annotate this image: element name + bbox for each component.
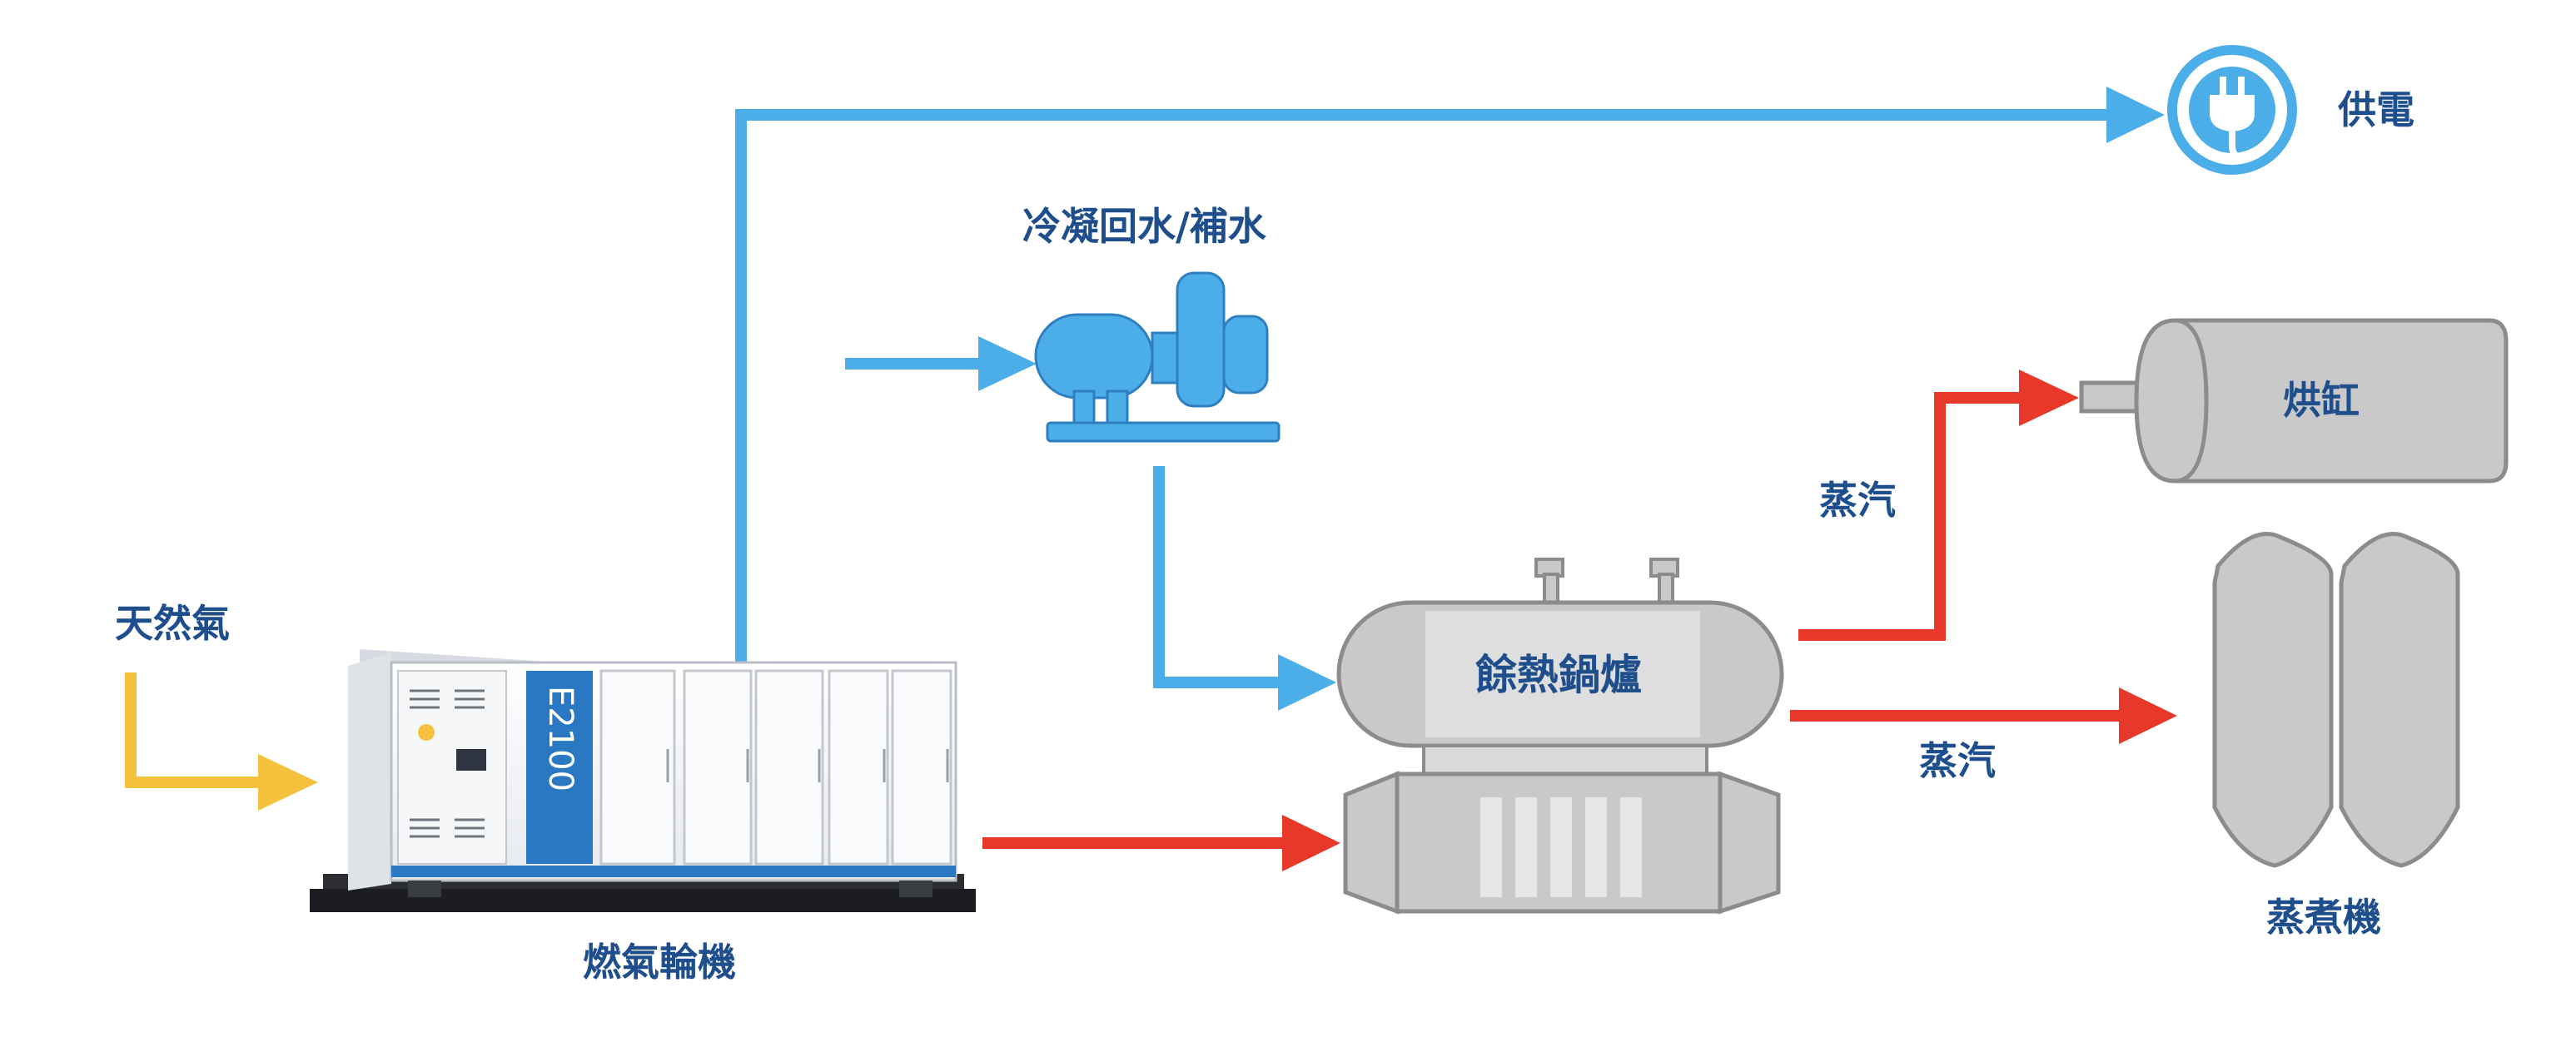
plug-icon xyxy=(2167,45,2297,175)
drying-cylinder-label: 烘缸 xyxy=(2283,378,2360,423)
gas-turbine-unit: E2100 xyxy=(310,649,976,912)
steamer-label: 蒸煮機 xyxy=(2266,895,2381,940)
steamer xyxy=(2212,532,2460,868)
waste-heat-boiler-label: 餘熱鍋爐 xyxy=(1475,651,1642,699)
exhaust-heat-arrow xyxy=(982,815,1340,871)
natural-gas-label: 天然氣 xyxy=(115,601,230,646)
control-screen xyxy=(456,749,486,771)
vent-grille xyxy=(410,689,485,838)
brand-logo xyxy=(418,724,435,741)
drying-cylinder xyxy=(2079,318,2509,484)
pump-icon xyxy=(1034,271,1281,443)
power-supply-label: 供電 xyxy=(2338,87,2414,132)
power-supply-arrow xyxy=(735,87,2165,666)
steam-to-cylinder-arrow xyxy=(1798,370,2079,641)
waste-heat-boiler xyxy=(1336,558,1784,915)
condensate-return-label: 冷凝回水/補水 xyxy=(1022,204,1267,249)
turbine-model-label: E2100 xyxy=(541,686,579,791)
steam-lower-label: 蒸汽 xyxy=(1919,738,1996,783)
steam-upper-label: 蒸汽 xyxy=(1819,478,1896,523)
steam-to-steamer-arrow xyxy=(1790,687,2177,744)
gas-turbine-label: 燃氣輪機 xyxy=(583,940,736,985)
feedwater-to-boiler-arrow xyxy=(1153,466,1336,711)
makeup-water-arrow xyxy=(845,336,1037,391)
natural-gas-arrow xyxy=(125,672,318,811)
